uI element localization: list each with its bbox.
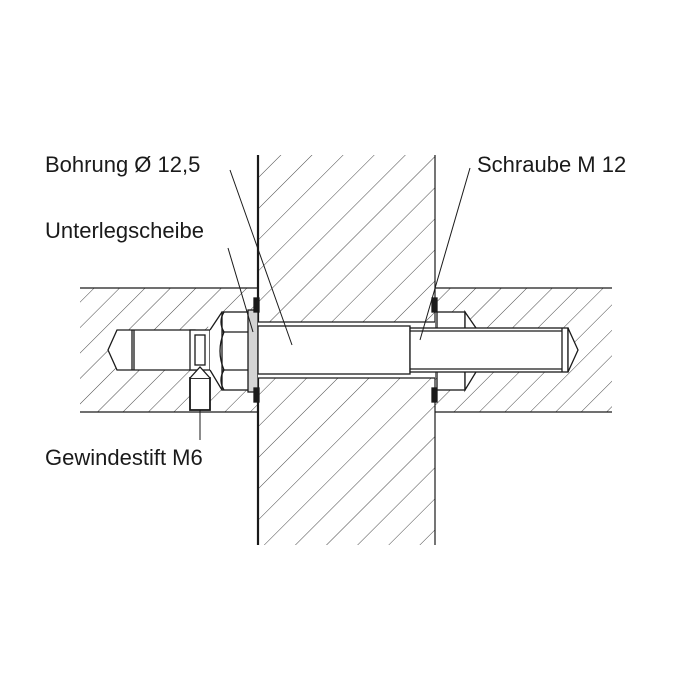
label-bohrung: Bohrung Ø 12,5 (45, 152, 201, 177)
leader-unterlegscheibe (227, 247, 254, 333)
label-gewindestift: Gewindestift M6 (45, 445, 203, 470)
left-pin (107, 329, 196, 371)
screw-m12 (409, 327, 579, 373)
set-screw (189, 366, 211, 411)
washer (247, 309, 259, 393)
hex-nut (219, 311, 251, 391)
bolt-shaft (257, 325, 411, 375)
label-unterlegscheibe: Unterlegscheibe (45, 218, 204, 243)
leader-schraube (419, 167, 471, 341)
leader-bohrung (229, 169, 293, 346)
label-schraube: Schraube M 12 (477, 152, 627, 177)
